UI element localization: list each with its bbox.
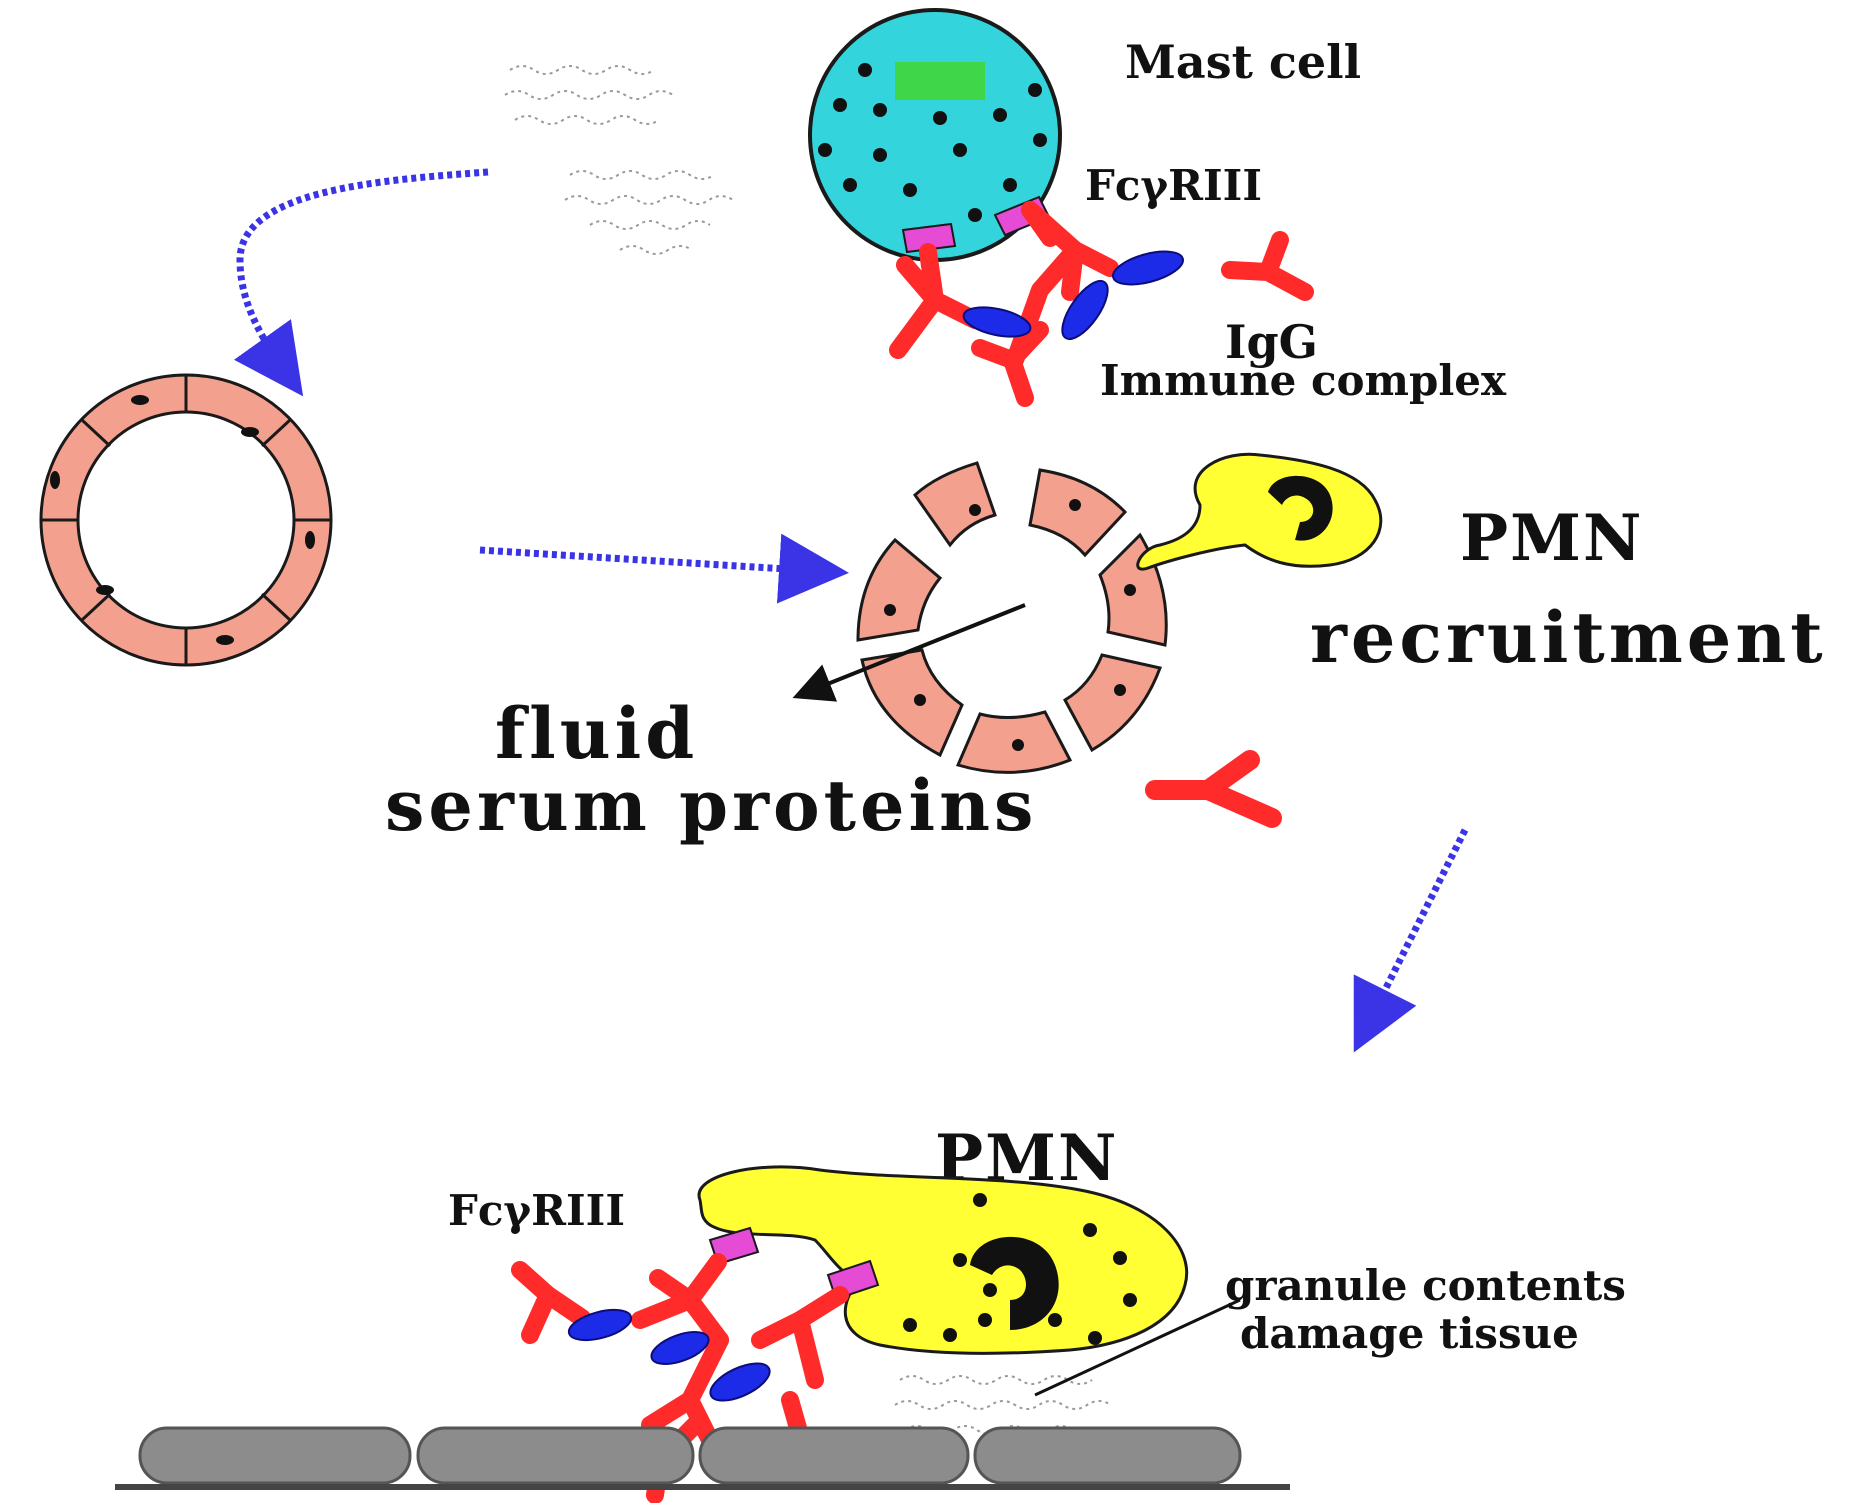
label-receptor-top: FcγRIII [1085, 161, 1262, 210]
label-pmn-recruitment-1: PMN [1460, 501, 1643, 576]
label-igg: IgG [1225, 315, 1318, 369]
label-damage-tissue: damage tissue [1240, 1309, 1579, 1358]
arrow-fluid-leak [792, 603, 1026, 702]
igg-immune-complex-top [889, 201, 1314, 407]
intact-blood-vessel [39, 373, 333, 667]
tissue-cells [138, 1426, 1242, 1485]
label-fluid: fluid [495, 692, 698, 775]
free-antibody [1145, 750, 1282, 828]
arrow-mediators-to-vessel [233, 168, 489, 397]
mast-cell-nucleus [895, 62, 985, 100]
pmn-migrating [1136, 452, 1383, 571]
label-pmn-recruitment-2: recruitment [1310, 596, 1827, 679]
label-granule-contents: granule contents [1225, 1261, 1626, 1310]
igg-immune-complex-bottom [511, 1253, 854, 1503]
label-mast-cell: Mast cell [1125, 35, 1361, 89]
pmn-granules [903, 1193, 1137, 1345]
arrow-vessel-to-leaky [479, 533, 849, 604]
label-receptor-bottom: FcγRIII [448, 1186, 625, 1235]
pmn-activated [697, 1165, 1189, 1355]
label-serum-proteins: serum proteins [385, 764, 1037, 847]
label-immune-complex: Immune complex [1100, 356, 1507, 405]
mast-cell [808, 8, 1062, 262]
released-granule-contents [894, 1375, 1112, 1435]
pointer-granule-contents [1034, 1298, 1241, 1397]
released-mediators-top [504, 65, 734, 255]
fcgr3-receptors-top [901, 195, 1051, 254]
leaky-blood-vessel [856, 461, 1168, 774]
arrow-to-tissue-damage [1353, 828, 1469, 1053]
